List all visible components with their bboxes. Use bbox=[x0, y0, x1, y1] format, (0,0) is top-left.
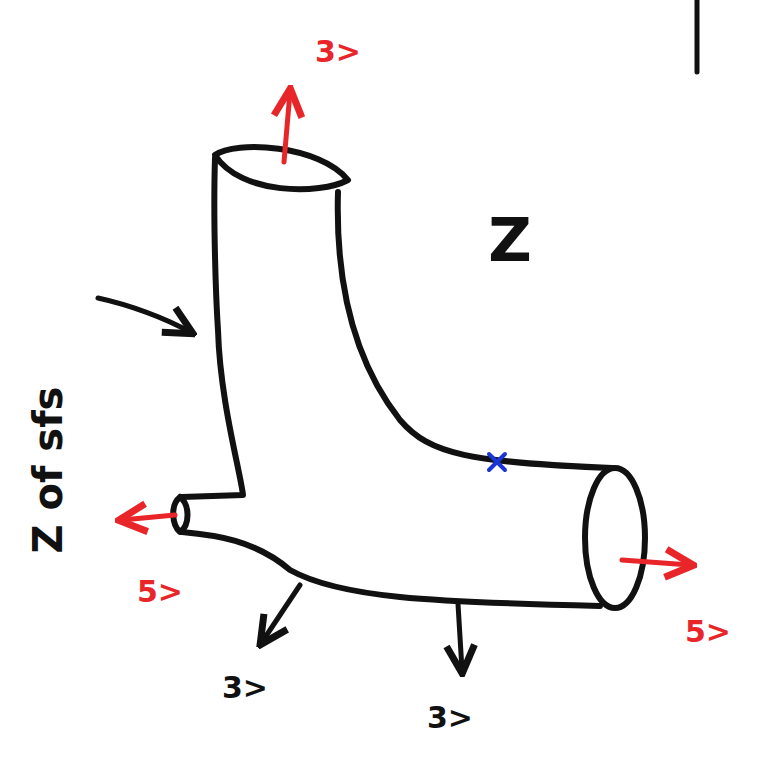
normal-arrow bbox=[458, 604, 462, 670]
normal-arrow bbox=[284, 92, 290, 162]
normal-arrow bbox=[262, 585, 300, 642]
normal-arrow bbox=[122, 515, 175, 520]
fragment-line bbox=[695, 0, 700, 72]
callout-label: 5> bbox=[685, 617, 731, 647]
callout-label: 3> bbox=[427, 703, 473, 733]
point-mark bbox=[489, 454, 505, 470]
pipe-opening bbox=[585, 468, 645, 608]
callout-label: Z bbox=[488, 210, 532, 270]
normal-arrow bbox=[622, 560, 690, 565]
pipe-wall bbox=[338, 192, 612, 468]
pointer-arrow bbox=[98, 298, 190, 332]
callout-label: 3> bbox=[315, 37, 361, 67]
callout-label: 3> bbox=[222, 673, 268, 703]
note-text: Z of sfs bbox=[28, 387, 68, 554]
pipe-opening bbox=[215, 147, 348, 189]
callout-label: 5> bbox=[137, 577, 183, 607]
pipe-wall bbox=[182, 158, 243, 497]
pipe-wall bbox=[182, 532, 600, 606]
